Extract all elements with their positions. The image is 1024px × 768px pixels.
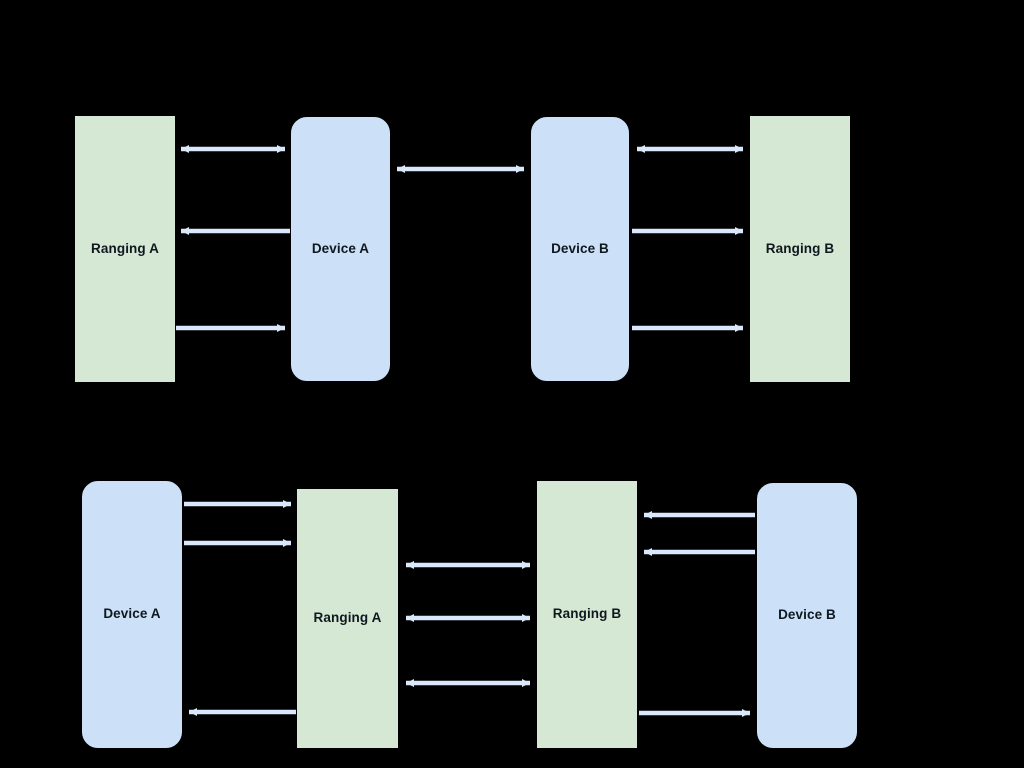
node-label: Ranging A: [91, 240, 159, 256]
node-label: Device B: [778, 607, 836, 623]
node-top-ranging-b[interactable]: Ranging B: [750, 116, 850, 382]
node-bot-ranging-a[interactable]: Ranging A: [297, 489, 398, 748]
node-top-device-a[interactable]: Device A: [291, 117, 390, 381]
node-label: Device B: [551, 240, 609, 256]
node-bot-ranging-b[interactable]: Ranging B: [537, 481, 637, 748]
node-label: Ranging B: [552, 606, 622, 622]
node-bot-device-b[interactable]: Device B: [757, 483, 857, 748]
node-bot-device-a[interactable]: Device A: [82, 481, 182, 748]
node-label: Ranging A: [313, 610, 382, 626]
node-top-ranging-a[interactable]: Ranging A: [75, 116, 175, 382]
node-label: Device A: [103, 606, 161, 622]
node-label: Device A: [311, 240, 370, 256]
node-label: Ranging B: [765, 240, 835, 256]
node-top-device-b[interactable]: Device B: [531, 117, 629, 381]
